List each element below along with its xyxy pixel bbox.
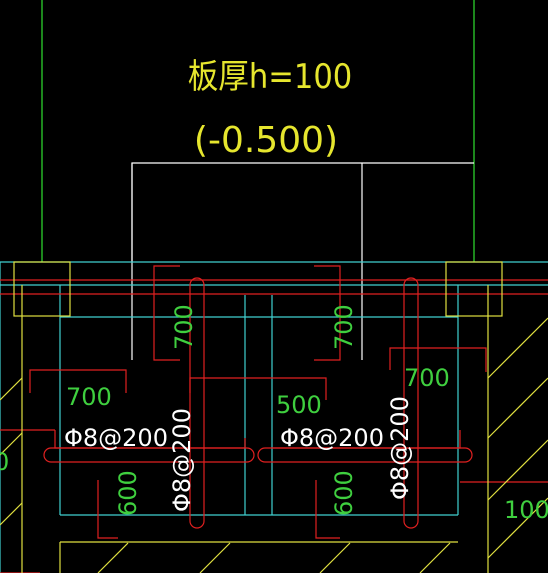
dimension-600-right: 600 [330, 470, 358, 516]
rebar-label-center: Φ8@200 [280, 424, 384, 452]
dimension-700-top-right: 700 [330, 304, 358, 350]
dimension-1000: 1000 [504, 496, 548, 524]
rebar-label-right-vertical: Φ8@200 [386, 396, 414, 500]
yellow-lines [0, 261, 548, 573]
green-axis-lines [41, 0, 475, 262]
dimension-600-left: 600 [114, 470, 142, 516]
dimension-500: 500 [276, 391, 322, 419]
dimension-700-top-left: 700 [170, 304, 198, 350]
elevation-label: (-0.500) [194, 120, 338, 161]
edge-green-mark: 0 [0, 448, 9, 476]
rebar-label-left-vertical: Φ8@200 [168, 408, 196, 512]
slab-thickness-label: 板厚h=100 [188, 56, 353, 96]
cyan-beam-lines [0, 261, 548, 573]
red-rebar-lines [0, 265, 548, 573]
dimension-700-mid-left: 700 [66, 383, 112, 411]
rebar-label-left: Φ8@200 [64, 424, 168, 452]
dimension-700-mid-right: 700 [404, 364, 450, 392]
